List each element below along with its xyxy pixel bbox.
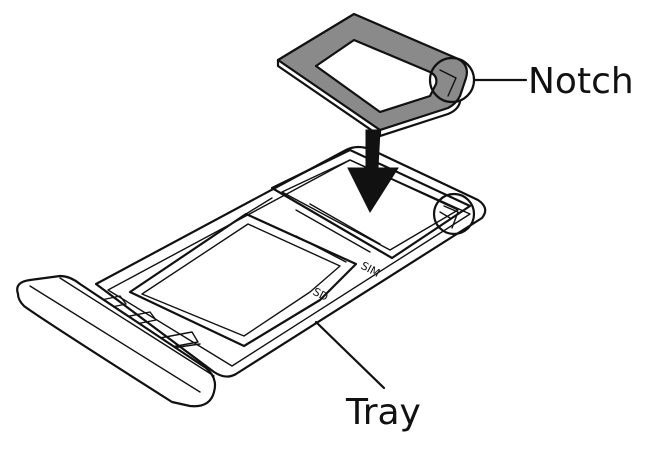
tray-handle[interactable] xyxy=(16,274,217,408)
sim-card xyxy=(276,12,468,138)
tray-leader-line xyxy=(314,320,386,390)
sd-slot-label: SD xyxy=(311,285,331,304)
notch-label: Notch xyxy=(528,61,634,102)
tray-callout: Tray xyxy=(314,320,421,433)
sim-slot-label: SIM xyxy=(359,259,383,280)
arrow-down-icon xyxy=(347,129,399,214)
tray-label: Tray xyxy=(345,392,421,433)
card-tray: SIM SD xyxy=(91,145,487,378)
tray-notch-highlight-circle xyxy=(432,192,476,236)
sim-slot xyxy=(270,148,472,260)
sd-slot xyxy=(128,212,358,348)
notch-callout: Notch xyxy=(428,56,634,236)
